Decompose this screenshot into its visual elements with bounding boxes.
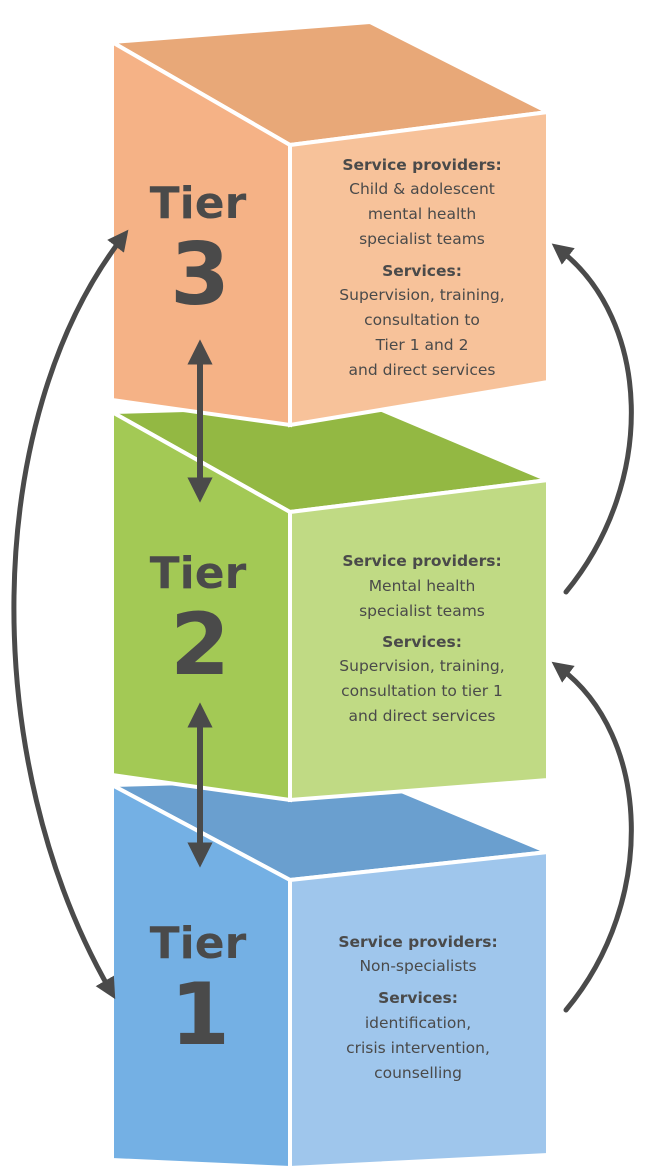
tier1-services-line: counselling bbox=[374, 1064, 462, 1082]
tier1-block: Tier 1 Service providers: Non-specialist… bbox=[104, 775, 550, 1170]
tier2-label: Tier bbox=[150, 548, 247, 599]
tier2-block: Tier 2 Service providers: Mental health … bbox=[104, 402, 556, 803]
arrows bbox=[11, 229, 634, 1013]
tier1-number: 1 bbox=[170, 965, 230, 1065]
tier3-providers-line: mental health bbox=[368, 205, 476, 223]
tier1-services-heading: Services: bbox=[378, 989, 458, 1007]
tier2-providers-line: Mental health bbox=[369, 577, 476, 595]
tier1-tier3-curved-double-arrow-icon bbox=[11, 229, 129, 1000]
tier3-services-line: consultation to bbox=[364, 311, 480, 329]
tier2-side-face bbox=[288, 477, 550, 803]
tier3-label: Tier bbox=[150, 178, 247, 229]
tier1-services-line: crisis intervention, bbox=[346, 1039, 490, 1057]
tier2-services-line: and direct services bbox=[349, 707, 496, 725]
tier3-number: 3 bbox=[170, 225, 230, 325]
tier3-services-line: Tier 1 and 2 bbox=[375, 336, 469, 354]
tier1-providers-heading: Service providers: bbox=[338, 933, 497, 951]
tier2-services-line: Supervision, training, bbox=[339, 657, 504, 675]
tier3-providers-line: Child & adolescent bbox=[349, 180, 495, 198]
tier2-providers-heading: Service providers: bbox=[342, 552, 501, 570]
tier3-providers-line: specialist teams bbox=[359, 230, 485, 248]
tier1-to-tier2-curved-arrow-icon bbox=[551, 661, 634, 1013]
tier3-services-line: Supervision, training, bbox=[339, 286, 504, 304]
tier3-services-line: and direct services bbox=[349, 361, 496, 379]
tier3-side-face bbox=[288, 109, 550, 428]
tier2-number: 2 bbox=[170, 595, 230, 695]
tier2-services-heading: Services: bbox=[382, 633, 462, 651]
tier1-label: Tier bbox=[150, 918, 247, 969]
tier3-block: Tier 3 Service providers: Child & adoles… bbox=[105, 19, 555, 428]
tier3-services-heading: Services: bbox=[382, 262, 462, 280]
tier2-to-tier3-curved-arrow-icon bbox=[551, 243, 634, 595]
tier1-services-line: identification, bbox=[365, 1014, 471, 1032]
tier1-providers-line: Non-specialists bbox=[359, 957, 476, 975]
tier2-providers-line: specialist teams bbox=[359, 602, 485, 620]
tier1-side-face bbox=[288, 849, 550, 1170]
tier3-providers-heading: Service providers: bbox=[342, 156, 501, 174]
tier2-services-line: consultation to tier 1 bbox=[341, 682, 503, 700]
